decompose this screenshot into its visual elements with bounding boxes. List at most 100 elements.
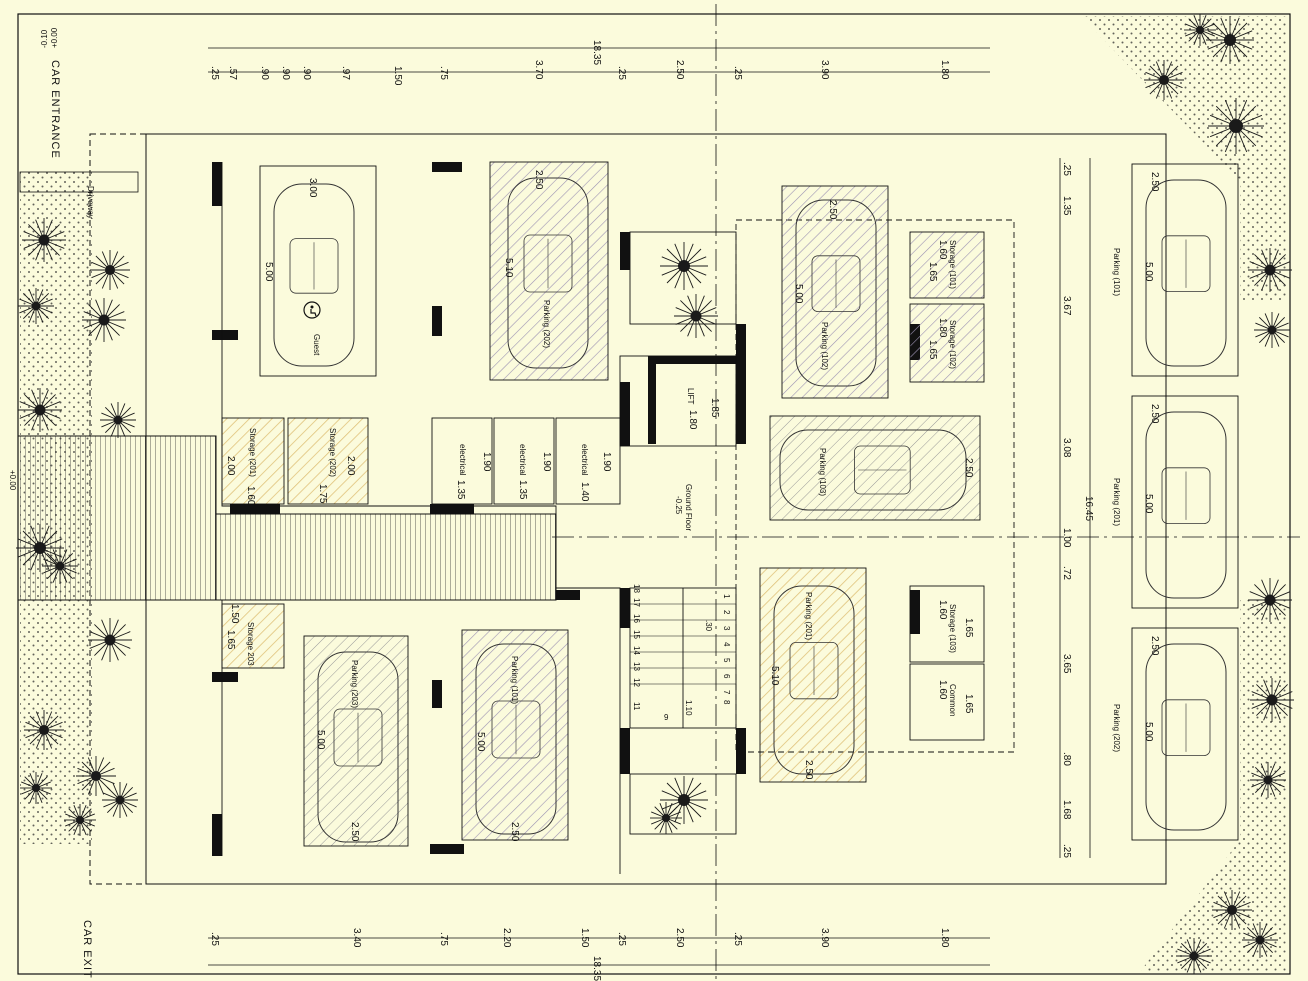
- parking-dim: 5.00: [1143, 722, 1154, 742]
- tree-icon: [16, 524, 64, 572]
- building-outline: [145, 133, 1167, 885]
- parking-label: Parking (202): [542, 300, 551, 348]
- storage-dim: 1.75: [317, 484, 328, 504]
- tree-icon: [82, 298, 126, 342]
- electrical-dim: 1.35: [517, 480, 528, 500]
- tree-icon: [100, 402, 136, 438]
- tree-icon: [1242, 922, 1278, 958]
- storage-labels: Storage (201) 2.00 1.60 Storage (202) 2.…: [225, 240, 974, 716]
- parking-dim: 5.00: [1143, 494, 1154, 514]
- storage-label: Storage (102): [948, 320, 957, 369]
- top-dim: .75: [438, 66, 449, 80]
- tree-icon: [1254, 312, 1290, 348]
- car-entrance-label: CAR ENTRANCE: [49, 60, 61, 159]
- parking-label: Parking (201): [804, 592, 813, 640]
- bottom-dim: .75: [438, 932, 449, 946]
- storage-label: Storage 203: [246, 622, 255, 666]
- parking-label: Parking (101): [1112, 248, 1121, 296]
- tree-icon: [20, 772, 52, 804]
- parking-label: Parking (101): [510, 656, 519, 704]
- tree-icon: [660, 776, 708, 824]
- tree-icon: [1248, 248, 1292, 292]
- storage-dim: 1.60: [937, 240, 948, 260]
- lift-label: LIFT: [686, 388, 695, 405]
- top-dim: .90: [301, 66, 312, 80]
- storage-rooms: [221, 231, 985, 741]
- step-number: 6: [722, 674, 731, 679]
- parking-dim: 5.10: [503, 258, 514, 278]
- storage-label: Storage (103): [948, 604, 957, 653]
- tree-icon: [24, 710, 64, 750]
- storage-dim: 2.00: [225, 456, 236, 476]
- right-dim: .25: [1061, 844, 1072, 858]
- tree-icon: [674, 294, 718, 338]
- tree-icon: [1206, 16, 1254, 64]
- step-number: 14: [632, 646, 641, 655]
- electrical-dim: 1.90: [601, 452, 612, 472]
- parking-label: Parking (103): [818, 448, 827, 496]
- bottom-dim: 3.90: [819, 928, 830, 948]
- tree-icon: [1248, 578, 1292, 622]
- car-drawings: [273, 177, 1227, 843]
- driveway-label: Driveway: [86, 186, 95, 219]
- storage-dim: 1.60: [937, 600, 948, 620]
- parking-label: Parking (202): [1112, 704, 1121, 752]
- parking-dim: 5.10: [769, 666, 780, 686]
- car-outline: [507, 177, 589, 369]
- top-dim: 2.50: [674, 60, 685, 80]
- electrical-dim: 1.90: [541, 452, 552, 472]
- tree-icon: [18, 388, 62, 432]
- parking-dim: 5.00: [793, 284, 804, 304]
- right-dim: 1.68: [1061, 800, 1072, 820]
- parking-label: Parking (201): [1112, 478, 1121, 526]
- storage-label: Storage (201): [248, 428, 257, 477]
- parking-dim: 5.00: [1143, 262, 1154, 282]
- right-overall-dim: 16.45: [1083, 496, 1094, 521]
- electrical-labels: electrical 1.90 1.35 electrical 1.90 1.3…: [455, 444, 612, 502]
- storage-dim: 1.60: [937, 680, 948, 700]
- step-number: 3: [722, 626, 731, 631]
- top-dim: 3.90: [819, 60, 830, 80]
- tree-icon: [22, 218, 66, 262]
- top-dim: 1.80: [939, 60, 950, 80]
- level-left: +0.00: [8, 470, 17, 491]
- step-number: 4: [722, 642, 731, 647]
- right-dim: 3.08: [1061, 438, 1072, 458]
- level-top-2: -0.10: [40, 29, 49, 48]
- ground-floor-label: Ground Floor: [684, 484, 693, 531]
- parking-dim: 2.50: [963, 458, 974, 478]
- right-dims: .25 1.35 3.67 3.08 1.00 .72 3.65 .80 1.6…: [1061, 162, 1072, 858]
- top-dim: .90: [259, 66, 270, 80]
- car-outline: [317, 651, 399, 843]
- ground-floor-level: -0.25: [674, 496, 683, 515]
- parking-dim: 2.50: [827, 200, 838, 220]
- tree-icon: [42, 548, 78, 584]
- step-number: 8: [722, 700, 731, 705]
- parking-dim: 2.50: [509, 822, 520, 842]
- tree-icon: [18, 288, 54, 324]
- overhang-dashed: [89, 133, 1167, 885]
- stair-tread: .30: [704, 620, 713, 632]
- top-overall-dim: 18.35: [591, 40, 602, 65]
- parking-labels: Guest 3.00 5.00 Parking (202) 2.50 5.10 …: [263, 170, 1160, 842]
- step-number: 9: [664, 713, 669, 722]
- top-dims: .25 .57 .90 .90 .90 .97 1.50 .75 3.70 .2…: [209, 60, 950, 86]
- top-dim: .25: [209, 66, 220, 80]
- step-number: 5: [722, 658, 731, 663]
- step-number: 12: [632, 678, 641, 687]
- parking-dim: 5.00: [315, 730, 326, 750]
- right-dim: 3.65: [1061, 654, 1072, 674]
- right-dim: .72: [1061, 566, 1072, 580]
- parking-dim: 2.50: [349, 822, 360, 842]
- electrical-dim: 1.40: [579, 482, 590, 502]
- car-outline: [475, 643, 557, 835]
- parking-label: Guest: [312, 334, 321, 356]
- top-dim: .97: [340, 66, 351, 80]
- parking-dim: 2.50: [1149, 636, 1160, 656]
- car-outline: [1145, 179, 1227, 367]
- storage-dim: 1.65: [963, 618, 974, 638]
- bottom-dim: 2.50: [674, 928, 685, 948]
- bottom-dim: .25: [732, 932, 743, 946]
- parking-stalls: [259, 161, 1239, 847]
- electrical-dim: 1.90: [481, 452, 492, 472]
